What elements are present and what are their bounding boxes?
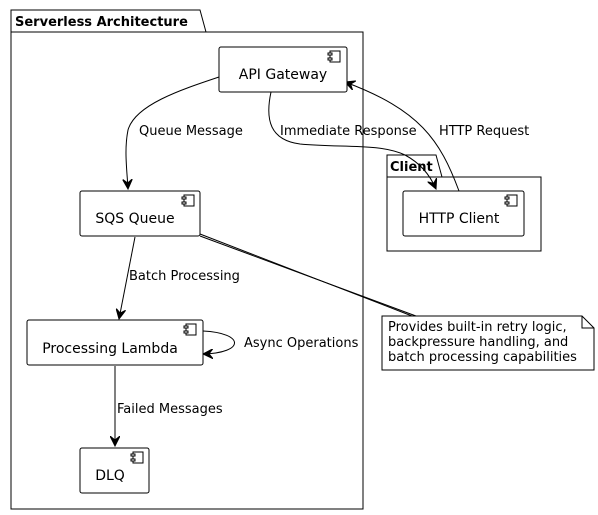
edge-label-async-operations: Async Operations (244, 336, 359, 351)
edge-failed-messages: Failed Messages (115, 366, 223, 446)
note-line-2: backpressure handling, and (388, 335, 568, 350)
edge-immediate-response: Immediate Response (268, 91, 436, 189)
node-label-dlq: DLQ (95, 468, 125, 484)
component-icon (130, 451, 144, 464)
component-icon (181, 194, 195, 207)
note-line-3: batch processing capabilities (388, 350, 577, 365)
node-sqs-queue[interactable]: SQS Queue (79, 190, 201, 237)
component-icon (504, 194, 518, 207)
edge-label-http-request: HTTP Request (439, 124, 529, 139)
edge-queue-message: Queue Message (126, 76, 243, 189)
note-connector (199, 233, 417, 317)
component-icon (327, 50, 341, 63)
node-api-gateway[interactable]: API Gateway (218, 46, 348, 93)
node-processing-lambda[interactable]: Processing Lambda (26, 319, 204, 366)
edge-label-batch-processing: Batch Processing (129, 269, 240, 284)
edge-label-queue-message: Queue Message (139, 124, 243, 139)
edge-batch-processing: Batch Processing (119, 236, 240, 319)
package-serverless-title: Serverless Architecture (15, 15, 188, 30)
edge-http-request: HTTP Request (345, 82, 529, 192)
node-label-http-client: HTTP Client (419, 211, 500, 227)
node-dlq[interactable]: DLQ (79, 447, 150, 494)
edge-label-failed-messages: Failed Messages (117, 402, 223, 417)
edge-label-immediate-response: Immediate Response (280, 124, 417, 139)
package-serverless: Serverless Architecture (10, 9, 364, 510)
package-client-title: Client (390, 160, 433, 175)
edge-async-operations: Async Operations (203, 330, 359, 354)
component-icon (183, 323, 197, 336)
note-line-1: Provides built-in retry logic, (388, 320, 567, 335)
note-box: Provides built-in retry logic, backpress… (381, 315, 595, 371)
node-label-api-gateway: API Gateway (239, 67, 327, 83)
node-http-client[interactable]: HTTP Client (402, 190, 525, 237)
node-label-processing-lambda: Processing Lambda (42, 341, 178, 357)
node-label-sqs-queue: SQS Queue (95, 211, 174, 227)
